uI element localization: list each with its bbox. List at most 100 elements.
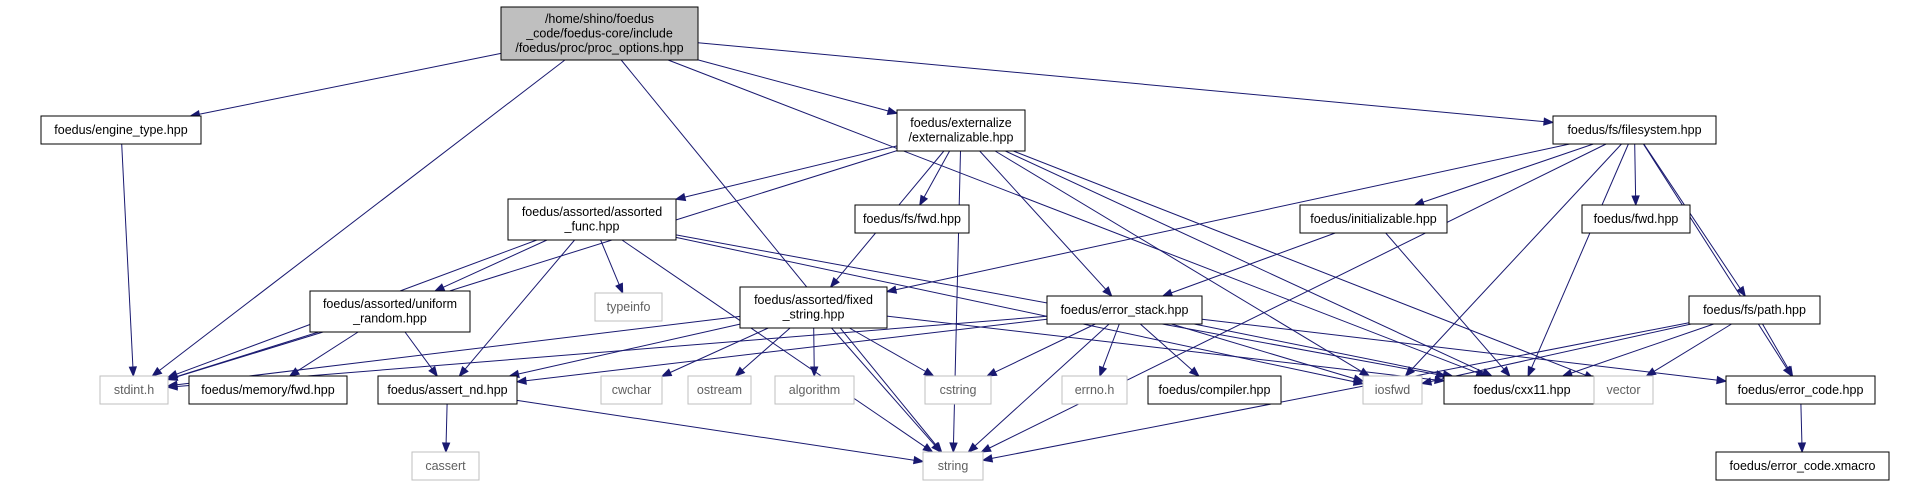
edge-assert_nd-to-cassert [445, 403, 448, 444]
arrowhead-filesystem-to-fixed_string [885, 285, 898, 294]
edge-initializable-to-cxx11 [1385, 232, 1505, 370]
edge-uniform_random-to-assert_nd [404, 331, 433, 369]
node-error-stack[interactable]: foedus/error_stack.hpp [1046, 295, 1203, 325]
node-box [500, 6, 699, 61]
node-box [1147, 375, 1282, 405]
node-cassert: cassert [411, 451, 480, 481]
node-label: cassert [425, 459, 466, 473]
node-box [99, 375, 169, 405]
node-label: foedus/error_stack.hpp [1061, 303, 1189, 317]
edge-assorted_func-to-assert_nd [464, 239, 575, 370]
arrowhead-externalizable-to-string [949, 442, 958, 454]
arrowhead-assorted_func-to-uniform_random [433, 283, 446, 292]
edge-error_stack-to-errno [1102, 323, 1120, 368]
arrowhead-root-to-stdint [151, 366, 163, 377]
edge-filesystem-to-fixed_string [895, 143, 1570, 291]
node-cxx11[interactable]: foedus/cxx11.hpp [1443, 375, 1601, 405]
arrowhead-assert_nd-to-cassert [441, 442, 451, 454]
edge-fixed_string-to-ostream [741, 327, 791, 371]
node-error-code-xmacro[interactable]: foedus/error_code.xmacro [1715, 451, 1890, 481]
arrowhead-fixed_string-to-cstring [923, 367, 935, 377]
node-errno: errno.h [1061, 375, 1128, 405]
arrowhead-path-to-error_code [1784, 365, 1794, 378]
edge-assorted_func-to-string [621, 239, 926, 448]
node-label: foedus/fwd.hpp [1594, 212, 1679, 226]
edge-fixed_string-to-stdint [176, 315, 741, 386]
node-box [594, 292, 663, 322]
arrowhead-filesystem-to-initializable [1413, 197, 1425, 206]
edge-assert_nd-to-string [516, 399, 915, 461]
node-cstring: cstring [924, 375, 992, 405]
arrowhead-error_stack-to-iosfwd [1352, 374, 1365, 383]
edge-externalizable-to-assorted_func [684, 145, 898, 198]
arrowhead-fixed_string-to-string [931, 442, 942, 454]
arrowhead-externalizable-to-error_stack [1102, 286, 1113, 298]
node-externalizable[interactable]: foedus/externalize/externalizable.hpp [896, 109, 1026, 152]
edge-fixed_string-to-algorithm [813, 327, 815, 368]
edge-root-to-filesystem [697, 42, 1545, 123]
arrowhead-externalizable-to-fs_fwd [919, 194, 929, 207]
edge-externalizable-to-fs_fwd [923, 150, 951, 198]
arrowhead-assorted_func-to-assert_nd [458, 366, 469, 378]
arrowhead-root-to-filesystem [1543, 117, 1555, 126]
node-box [896, 109, 1026, 152]
node-fixed-string[interactable]: foedus/assorted/fixed_string.hpp [739, 286, 888, 329]
edge-path-to-vector [1653, 323, 1732, 372]
node-box [1046, 295, 1203, 325]
node-label: foedus/externalize [910, 116, 1012, 130]
node-uniform-random[interactable]: foedus/assorted/uniform_random.hpp [309, 290, 471, 333]
edge-externalizable-to-iosfwd [994, 150, 1362, 372]
arrowhead-fixed_string-to-ostream [734, 366, 746, 377]
arrowhead-error_stack-to-error_code [1716, 375, 1728, 385]
edge-uniform_random-to-stdint [176, 331, 324, 378]
node-vector: vector [1593, 375, 1654, 405]
node-box [1362, 375, 1423, 405]
node-box [1061, 375, 1128, 405]
edge-path-to-iosfwd [1430, 323, 1692, 382]
node-algorithm: algorithm [774, 375, 855, 405]
arrowhead-path-to-vector [1645, 367, 1657, 377]
edge-error_stack-to-cxx11 [1194, 323, 1444, 375]
edge-root-to-cxx11 [667, 59, 1478, 374]
node-label: string [938, 459, 969, 473]
node-root[interactable]: /home/shino/foedus_code/foedus-core/incl… [500, 6, 699, 61]
node-box [40, 115, 202, 145]
node-initializable[interactable]: foedus/initializable.hpp [1299, 204, 1448, 234]
edge-engine_type-to-stdint [121, 143, 134, 368]
node-assert-nd[interactable]: foedus/assert_nd.hpp [377, 375, 518, 405]
node-memory-fwd[interactable]: foedus/memory/fwd.hpp [188, 375, 348, 405]
node-compiler[interactable]: foedus/compiler.hpp [1147, 375, 1282, 405]
arrowhead-fixed_string-to-algorithm [809, 366, 819, 378]
node-box [600, 375, 663, 405]
node-assorted-func[interactable]: foedus/assorted/assorted_func.hpp [507, 198, 677, 241]
edge-filesystem-to-cxx11 [1531, 143, 1629, 368]
node-error-code[interactable]: foedus/error_code.hpp [1725, 375, 1876, 405]
node-fwd[interactable]: foedus/fwd.hpp [1581, 204, 1691, 234]
node-box [1715, 451, 1890, 481]
edge-initializable-to-error_stack [1171, 232, 1336, 294]
arrowhead-error_stack-to-string [967, 442, 979, 453]
node-path[interactable]: foedus/fs/path.hpp [1688, 295, 1821, 325]
node-fs-fwd[interactable]: foedus/fs/fwd.hpp [854, 204, 970, 234]
edge-filesystem-to-initializable [1422, 143, 1594, 203]
edge-filesystem-to-error_code [1642, 143, 1788, 369]
arrowhead-error_stack-to-compiler [1188, 366, 1200, 377]
node-label: _string.hpp [782, 308, 845, 322]
edge-fixed_string-to-cwchar [669, 327, 769, 373]
node-label: foedus/fs/filesystem.hpp [1567, 123, 1701, 137]
node-box [1593, 375, 1654, 405]
edge-externalizable-to-error_stack [979, 150, 1107, 290]
node-label: cstring [940, 383, 977, 397]
edge-externalizable-to-cxx11 [1005, 150, 1484, 373]
arrowhead-initializable-to-error_stack [1161, 288, 1174, 297]
arrowhead-path-to-cxx11 [1561, 368, 1574, 377]
node-label: foedus/engine_type.hpp [54, 123, 187, 137]
node-label: _func.hpp [564, 220, 620, 234]
edge-error_stack-to-cstring [994, 323, 1096, 373]
node-box [1725, 375, 1876, 405]
edge-fixed_string-to-string [831, 327, 936, 446]
arrowhead-assorted_func-to-typeinfo [615, 282, 624, 295]
node-engine-type[interactable]: foedus/engine_type.hpp [40, 115, 202, 145]
node-filesystem[interactable]: foedus/fs/filesystem.hpp [1552, 115, 1717, 145]
node-box [1443, 375, 1601, 405]
